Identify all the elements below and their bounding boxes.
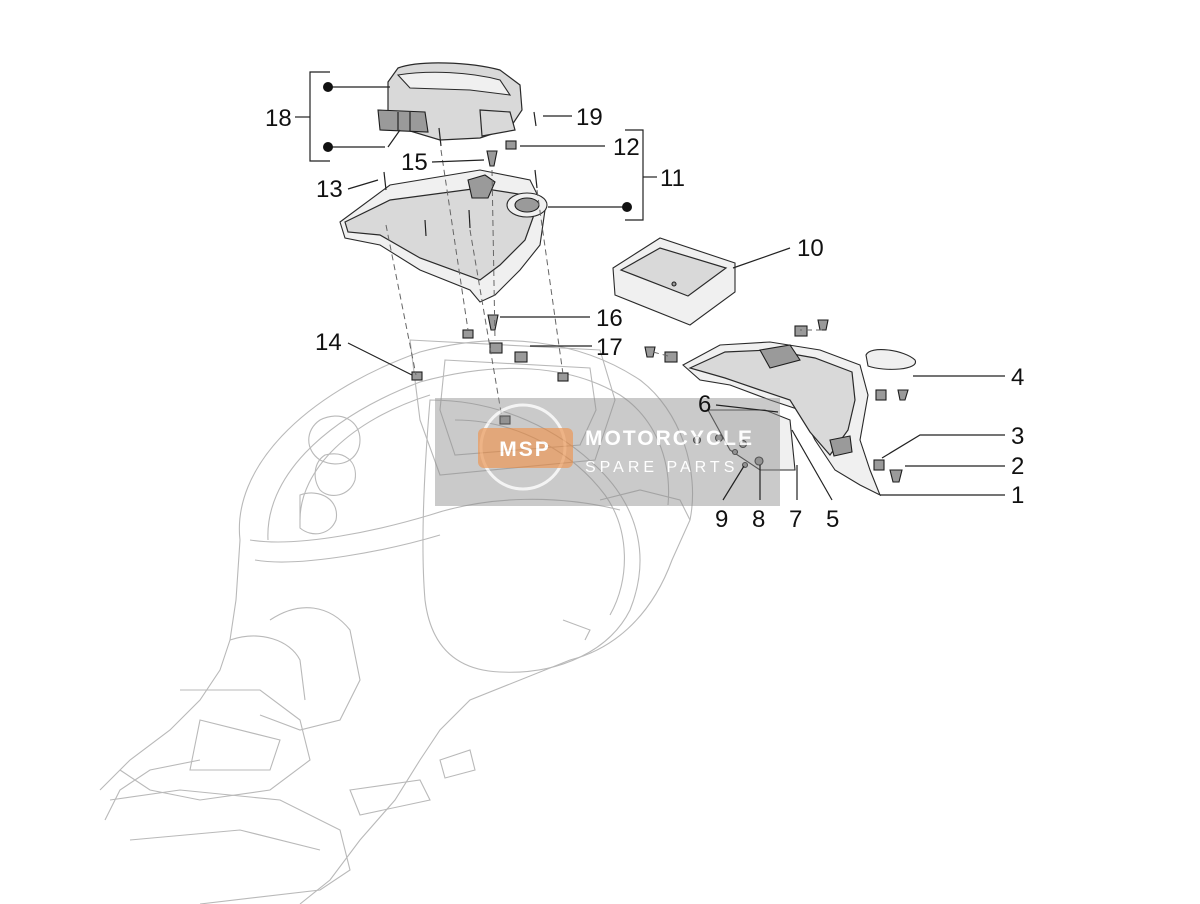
scooter-body-outline: [99, 339, 694, 904]
callout-7: 7: [789, 506, 802, 533]
watermark: MSP MOTORCYCLE SPARE PARTS: [435, 398, 780, 506]
callout-15: 15: [401, 149, 428, 176]
assembly-lines: [385, 149, 822, 419]
watermark-logo-badge: [478, 428, 573, 468]
part-1-mudguard: [682, 341, 882, 497]
callout-14: 14: [315, 329, 342, 356]
callout-1: 1: [1011, 482, 1024, 509]
callout-13: 13: [316, 176, 343, 203]
part-4-reflector: [865, 349, 916, 370]
callout-9: 9: [715, 506, 728, 533]
watermark-logo: MSP: [499, 438, 551, 461]
callout-6: 6: [698, 391, 711, 418]
part-18-pad: [377, 109, 429, 133]
callout-12: 12: [613, 134, 640, 161]
callout-16: 16: [596, 305, 623, 332]
callouts: 18 19 12 15 11 13 10 16 14 17 4 6 3 2 1 …: [265, 104, 1024, 533]
callout-4: 4: [1011, 364, 1024, 391]
callout-3: 3: [1011, 423, 1024, 450]
callout-18: 18: [265, 105, 292, 132]
watermark-line1: MOTORCYCLE: [585, 427, 754, 450]
callout-5: 5: [826, 506, 839, 533]
fasteners: [383, 111, 909, 483]
leader-lines: [295, 71, 1005, 501]
watermark-line2: SPARE PARTS: [585, 459, 738, 476]
part-11-tray: [339, 169, 548, 303]
callout-17: 17: [596, 334, 623, 361]
callout-11: 11: [660, 165, 685, 192]
part-10-box: [612, 237, 736, 326]
callout-10: 10: [797, 235, 824, 262]
callout-8: 8: [752, 506, 765, 533]
callout-2: 2: [1011, 453, 1024, 480]
callout-19: 19: [576, 104, 603, 131]
